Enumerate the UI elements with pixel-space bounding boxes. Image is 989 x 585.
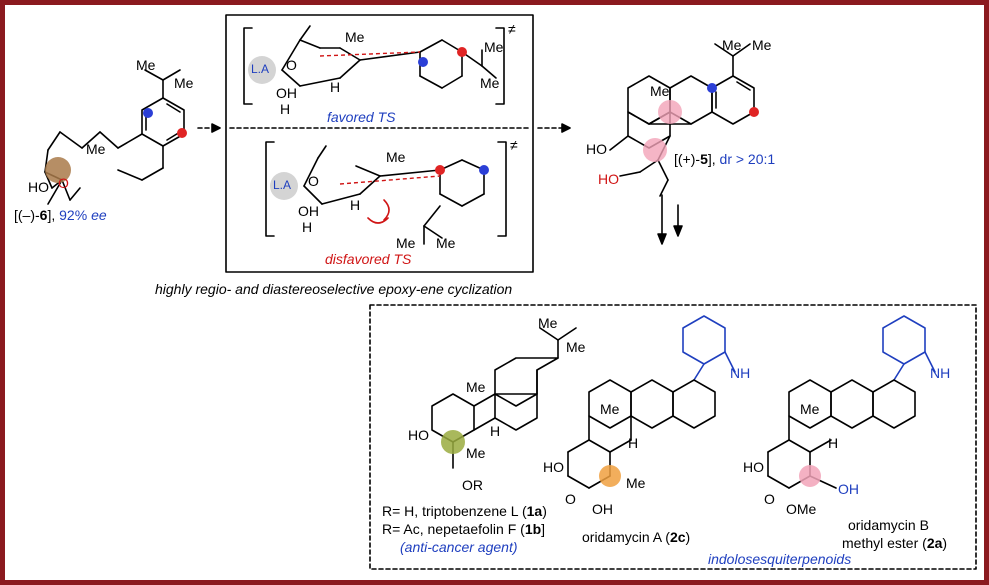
atom-h-dis: H xyxy=(302,219,313,235)
atom-ho-5: HO xyxy=(586,141,607,157)
atom-me-2c2: Me xyxy=(626,475,646,491)
atom-o-2a: O xyxy=(764,491,775,507)
atom-h-fav: H xyxy=(280,101,291,117)
atom-h2-dis: H xyxy=(350,197,361,213)
triptobenzene-structure xyxy=(431,327,577,469)
atom-o-fav: O xyxy=(286,57,297,73)
ts-box xyxy=(225,14,534,273)
atom-nh-a: NH xyxy=(730,365,751,381)
atom-h-2c: H xyxy=(628,435,639,451)
favored-ts-label: favored TS xyxy=(327,109,396,125)
atom-or-1: OR xyxy=(462,477,483,493)
atom-me-fav2: Me xyxy=(484,39,504,55)
atom-me-5c: Me xyxy=(650,83,670,99)
blue-dot xyxy=(143,108,153,118)
atom-me-dis3: Me xyxy=(436,235,456,251)
atom-me-5a: Me xyxy=(722,37,742,53)
atom-me-6: Me xyxy=(86,141,106,157)
atom-ome-2a: OMe xyxy=(786,501,817,517)
atom-me-fav3: Me xyxy=(480,75,500,91)
atom-oh-2a: OH xyxy=(838,481,859,497)
product-5-label: [(+)-5], dr > 20:1 xyxy=(674,151,776,167)
la-label-fav: L.A xyxy=(251,62,270,76)
atom-ho-1: HO xyxy=(408,427,429,443)
atom-me-2c: Me xyxy=(600,401,620,417)
ts-dagger-dis: ≠ xyxy=(510,137,518,153)
label-2a-line1: oridamycin B xyxy=(848,517,929,533)
oridamycin-a-structure xyxy=(567,315,736,489)
atom-o-dis: O xyxy=(308,173,319,189)
favored-ts-structure xyxy=(243,25,505,105)
atom-h-2a: H xyxy=(828,435,839,451)
label-2a-line2: methyl ester (2a) xyxy=(842,535,948,551)
atom-ho-6: HO xyxy=(28,179,49,195)
red-dot xyxy=(177,128,187,138)
atom-ho-2c: HO xyxy=(543,459,564,475)
atom-nh-b: NH xyxy=(930,365,951,381)
label-1a: R= H, triptobenzene L (1a) xyxy=(382,503,547,519)
atom-me-6a: Me xyxy=(136,57,156,73)
ts-dagger-fav: ≠ xyxy=(508,21,516,37)
label-anticancer: (anti-cancer agent) xyxy=(400,539,518,555)
atom-me-6b: Me xyxy=(174,75,194,91)
atom-ho-5b: HO xyxy=(598,171,619,187)
la-label-dis: L.A xyxy=(273,178,292,192)
atom-me-1b: Me xyxy=(566,339,586,355)
product-5-structure xyxy=(609,43,755,197)
atom-me-dis: Me xyxy=(386,149,406,165)
atom-oh-2c: OH xyxy=(592,501,613,517)
atom-me-dis2: Me xyxy=(396,235,416,251)
class-label: indolosesquiterpenoids xyxy=(708,551,852,567)
label-2c: oridamycin A (2c) xyxy=(582,529,691,545)
atom-o-6: O xyxy=(58,175,69,191)
atom-me-5b: Me xyxy=(752,37,772,53)
label-1b: R= Ac, nepetaefolin F (1b] xyxy=(382,521,546,537)
atom-oh-dis: OH xyxy=(298,203,319,219)
atom-me-1d: Me xyxy=(466,445,486,461)
atom-me-1a: Me xyxy=(538,315,558,331)
scheme-caption: highly regio- and diastereoselective epo… xyxy=(155,281,513,297)
substrate-6-label: [(–)-6], 92% ee xyxy=(14,207,107,223)
atom-oh-fav: OH xyxy=(276,85,297,101)
atom-o-2c: O xyxy=(565,491,576,507)
atom-ho-2a: HO xyxy=(743,459,764,475)
atom-me-fav: Me xyxy=(345,29,365,45)
targets-box xyxy=(369,304,977,570)
la-sphere-1 xyxy=(248,56,276,84)
atom-h2-fav: H xyxy=(330,79,341,95)
oridamycin-b-structure xyxy=(767,315,936,489)
atom-me-2a: Me xyxy=(800,401,820,417)
atom-me-1c: Me xyxy=(466,379,486,395)
disfavored-ts-label: disfavored TS xyxy=(325,251,412,267)
atom-h-1: H xyxy=(490,423,501,439)
brown-sphere xyxy=(45,157,71,183)
la-sphere-2 xyxy=(270,172,298,200)
